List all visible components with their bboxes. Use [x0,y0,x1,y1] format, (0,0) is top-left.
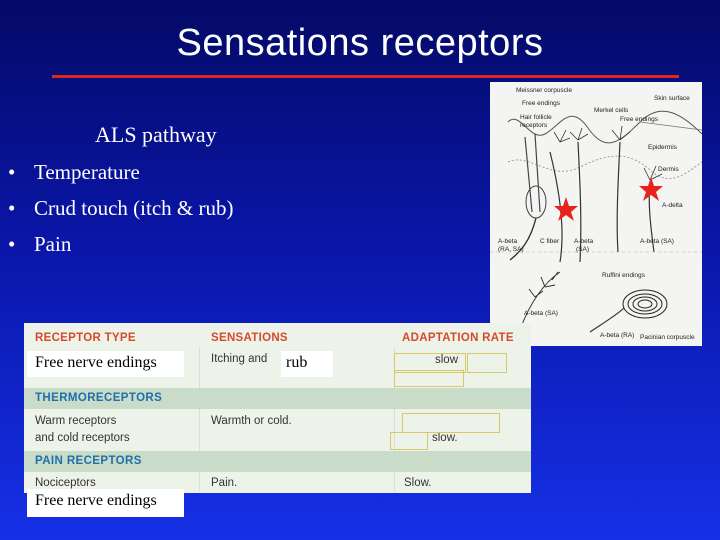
overlay-sensation-label: rub [281,351,333,377]
category-label: PAIN RECEPTORS [35,455,142,467]
figure-label: receptors [520,122,548,129]
table-cell-type: and cold receptors [35,432,130,444]
figure-label: A-beta (RA) [600,332,635,339]
placeholder-box [467,353,507,373]
table-cell-rate: slow. [432,432,458,444]
figure-label: Hair follicle [520,114,552,121]
figure-label: Skin surface [654,95,690,102]
bullet-text: Crud touch (itch & rub) [34,196,234,220]
figure-label: A-beta [498,238,518,245]
bullet-item: • Pain [8,227,233,263]
figure-label: Meissner corpuscle [516,87,572,94]
column-divider [199,348,200,491]
table-cell-rate: slow [435,354,459,366]
bullet-dot-icon: • [8,160,16,184]
figure-label: Merkel cells [594,107,629,114]
slide-title: Sensations receptors [176,22,544,64]
figure-label: A-beta [574,238,594,245]
bullet-list: • Temperature • Crud touch (itch & rub) • P… [8,155,233,263]
figure-label: Epidermis [648,144,677,151]
receptor-table: RECEPTOR TYPE SENSATIONS ADAPTATION RATE… [24,323,531,493]
placeholder-box [394,353,466,373]
overlay-receptor-label: Free nerve endings [27,489,184,517]
figure-label: A-beta (SA) [524,310,558,317]
bullet-dot-icon: • [8,232,16,256]
bullet-dot-icon: • [8,196,16,220]
figure-label: Free endings [620,116,658,123]
skin-receptor-drawing [490,110,702,333]
category-label: THERMORECEPTORS [35,392,163,404]
bullet-item: • Crud touch (itch & rub) [8,191,233,227]
figure-label: Ruffini endings [602,272,645,279]
figure-label: A-beta (SA) [640,238,674,245]
section-heading: ALS pathway [95,122,217,147]
category-band: THERMORECEPTORS [24,388,531,409]
table-cell-sensation: Itching and [211,353,268,365]
table-cell-rate: Slow. [404,477,432,489]
table-cell-type: Nociceptors [35,477,96,489]
figure-label: A-delta [662,202,683,209]
table-cell-sensation: Warmth or cold. [211,415,292,427]
figure-label: (RA, SA) [498,246,524,253]
title-underline [52,75,679,78]
figure-label: Pacinian corpuscle [640,334,695,341]
column-divider [394,348,395,491]
figure-label: Dermis [658,166,679,173]
figure-label: (SA) [576,246,589,253]
figure-label: Free endings [522,100,560,107]
column-header: SENSATIONS [211,332,288,344]
receptor-illustration: Meissner corpuscle Free endings Hair fol… [490,82,702,346]
table-cell-type: Warm receptors [35,415,117,427]
overlay-receptor-label: Free nerve endings [27,351,184,377]
star-marker-icon [639,177,663,201]
star-marker-icon [554,197,578,221]
bullet-text: Pain [34,232,72,256]
placeholder-box [394,370,464,387]
category-band: PAIN RECEPTORS [24,451,531,472]
table-cell-sensation: Pain. [211,477,238,489]
placeholder-box [390,432,428,450]
figure-label: C fiber [540,238,560,245]
column-header: RECEPTOR TYPE [35,332,136,344]
column-header: ADAPTATION RATE [402,332,514,344]
placeholder-box [402,413,500,433]
bullet-text: Temperature [34,160,140,184]
bullet-item: • Temperature [8,155,233,191]
